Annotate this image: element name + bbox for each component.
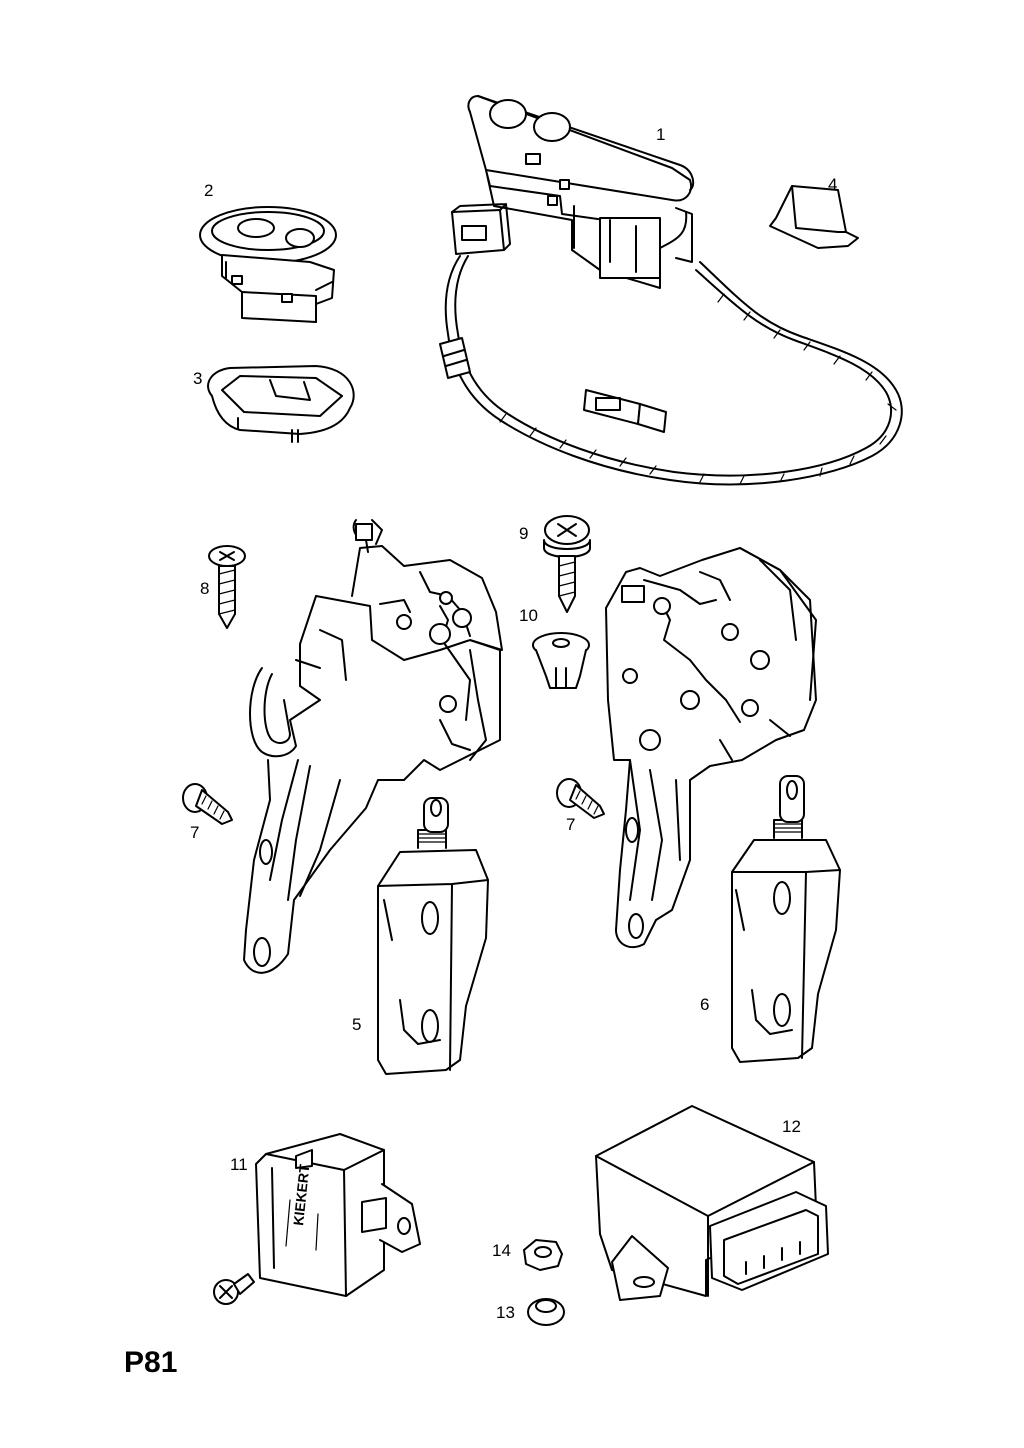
callout-3: 3: [193, 369, 202, 388]
callout-1: 1: [656, 125, 665, 144]
part-13-grommet: [527, 1298, 565, 1326]
part-10-plug: [532, 632, 590, 689]
part-11-control-unit: KIEKERT: [255, 1133, 421, 1297]
callout-2: 2: [204, 181, 213, 200]
callout-14: 14: [492, 1241, 511, 1260]
part-7-screw-left: [182, 783, 233, 825]
callout-5: 5: [352, 1015, 361, 1034]
callout-6: 6: [700, 995, 709, 1014]
callout-10: 10: [519, 606, 538, 625]
callout-8: 8: [200, 579, 209, 598]
callout-11: 11: [230, 1155, 248, 1174]
right-door-lock: [605, 547, 817, 949]
left-door-lock: [243, 519, 503, 974]
part-3-bezel: [207, 365, 355, 443]
callout-7-left: 7: [190, 823, 199, 842]
part-14-nut: [523, 1239, 563, 1271]
part-4-clip: [769, 185, 859, 249]
callout-7-right: 7: [566, 815, 575, 834]
callout-9: 9: [519, 524, 528, 543]
part-5-actuator: [377, 797, 489, 1075]
callout-13: 13: [496, 1303, 515, 1322]
part-2-single-switch: [199, 206, 337, 323]
page-code: P81: [124, 1346, 177, 1379]
part-8-screw: [208, 545, 246, 629]
callout-4: 4: [828, 175, 837, 194]
part-6-actuator: [731, 775, 841, 1063]
manufacturer-label: KIEKERT: [290, 1163, 312, 1226]
part-7-screw-right: [556, 778, 605, 819]
part-9-screw: [543, 515, 591, 613]
part-11-mounting-screw: [213, 1273, 255, 1305]
part-12-control-unit: [595, 1105, 829, 1301]
part-1-window-switch: [439, 95, 903, 486]
callout-12: 12: [782, 1117, 801, 1136]
